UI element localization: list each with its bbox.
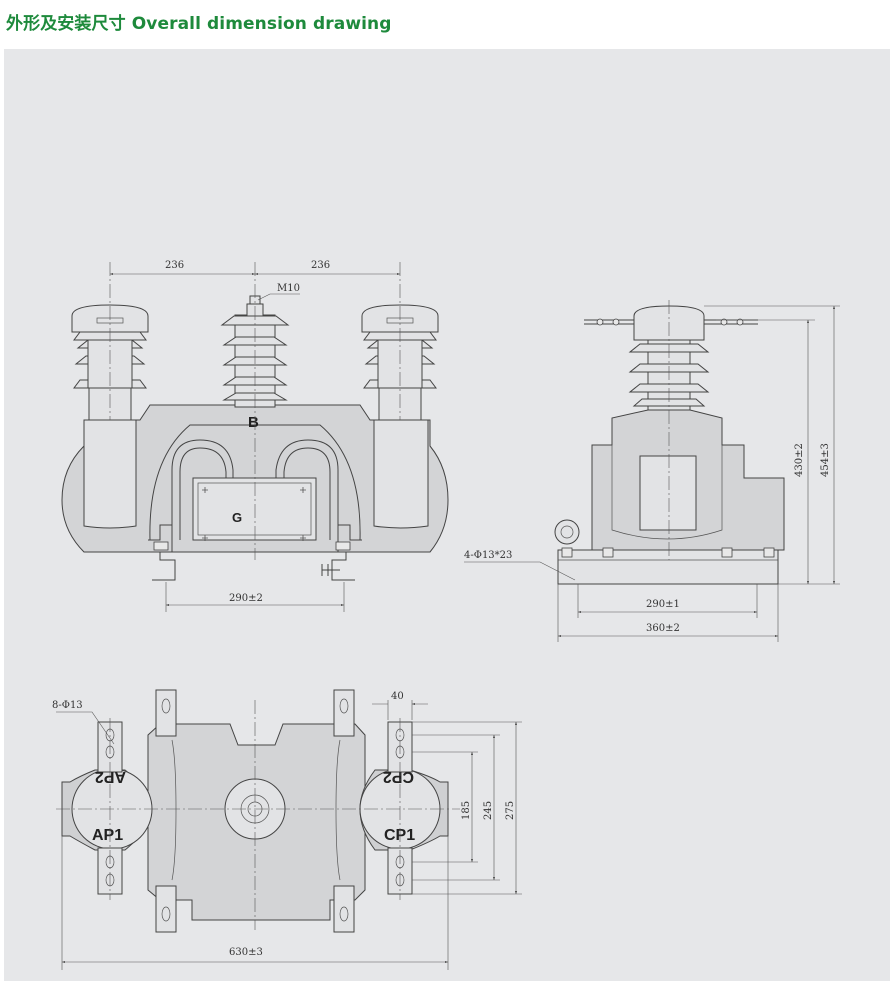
terminal-b-label: B (248, 414, 259, 431)
front-core-left-loop-inner (179, 447, 227, 540)
top-dim-245-text: 245 (483, 801, 494, 820)
front-nameplate (192, 477, 317, 541)
side-terminal-left (584, 319, 634, 325)
front-left-column (83, 419, 137, 529)
front-view: G (61, 260, 449, 612)
front-nameplate-inner (197, 482, 312, 536)
top-dim-185-text: 185 (461, 801, 472, 820)
front-core-right-loop-inner (283, 447, 331, 540)
side-hole-leader (464, 561, 576, 581)
front-mount-brackets (148, 524, 362, 581)
side-base-bolts (561, 547, 775, 558)
terminal-ap2-label: AP2 (95, 768, 126, 785)
front-dim-290-text: 290±2 (229, 593, 263, 604)
side-dim-290-text: 290±1 (646, 599, 680, 610)
front-core-left-loop (171, 439, 234, 540)
top-dim-275-text: 275 (505, 801, 516, 820)
top-hole-leader (56, 711, 115, 745)
top-dim-40-text: 40 (391, 691, 404, 702)
side-dim-454-text: 454±3 (820, 443, 831, 477)
terminal-ap1-label: AP1 (92, 827, 123, 844)
page-title: 外形及安装尺寸 Overall dimension drawing (6, 14, 392, 34)
m10-label: M10 (277, 283, 300, 294)
side-dim-430-text: 430±2 (794, 443, 805, 477)
side-dim-360-text: 360±2 (646, 623, 680, 634)
side-inner-panel (639, 455, 697, 531)
side-hole-spec: 4-Φ13*23 (464, 550, 512, 561)
front-dim-236-right-text: 236 (311, 260, 330, 271)
front-nameplate-label: G (232, 510, 242, 525)
front-right-column (373, 419, 429, 529)
terminal-cp1-label: CP1 (384, 827, 415, 844)
front-core-right-loop (275, 439, 339, 540)
front-dim-290-ext (165, 582, 345, 612)
m10-leader (257, 293, 300, 301)
side-base-plate (557, 549, 779, 585)
side-view: 430±2 454±3 4-Φ13*23 290±1 360±2 (464, 300, 840, 642)
side-left-ear (554, 519, 580, 545)
top-hole-spec: 8-Φ13 (52, 700, 83, 711)
terminal-cp2-label: CP2 (383, 768, 414, 785)
side-terminal-right (704, 319, 758, 325)
front-dim-236-left-text: 236 (165, 260, 184, 271)
top-view: AP2 AP1 CP2 CP1 8-Φ13 40 185 245 275 630… (52, 689, 522, 970)
top-dim-630-text: 630±3 (229, 947, 263, 958)
front-nameplate-screws (202, 487, 306, 541)
